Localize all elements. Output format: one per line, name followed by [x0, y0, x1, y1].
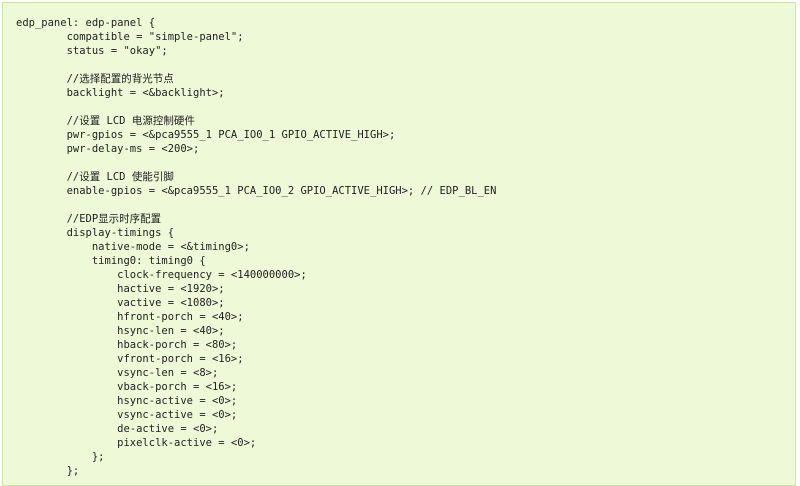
code-line	[16, 198, 496, 212]
code-line: backlight = <&backlight>;	[16, 87, 225, 99]
code-line: pwr-delay-ms = <200>;	[16, 143, 200, 155]
code-line: clock-frequency = <140000000>;	[16, 269, 307, 281]
code-line: edp_panel: edp-panel {	[16, 17, 156, 29]
code-line: };	[16, 465, 80, 477]
code-line: };	[16, 451, 105, 463]
code-line: hfront-porch = <40>;	[16, 311, 244, 323]
code-line	[16, 156, 496, 170]
code-lines: edp_panel: edp-panel { compatible = "sim…	[16, 16, 496, 478]
code-line: hsync-len = <40>;	[16, 325, 225, 337]
code-line: //选择配置的背光节点	[16, 73, 174, 85]
code-line: hsync-active = <0>;	[16, 395, 238, 407]
code-line: vsync-active = <0>;	[16, 409, 238, 421]
code-line	[16, 100, 496, 114]
code-line: hback-porch = <80>;	[16, 339, 238, 351]
code-line: vactive = <1080>;	[16, 297, 225, 309]
code-line	[16, 58, 496, 72]
code-line: de-active = <0>;	[16, 423, 219, 435]
code-line: display-timings {	[16, 227, 175, 239]
code-line: hactive = <1920>;	[16, 283, 225, 295]
code-line: status = "okay";	[16, 45, 168, 57]
code-line: timing0: timing0 {	[16, 255, 206, 267]
code-line: //设置 LCD 电源控制硬件	[16, 115, 195, 127]
code-line: //设置 LCD 使能引脚	[16, 171, 174, 183]
code-line: pwr-gpios = <&pca9555_1 PCA_IO0_1 GPIO_A…	[16, 129, 396, 141]
code-line: native-mode = <&timing0>;	[16, 241, 250, 253]
code-line: vfront-porch = <16>;	[16, 353, 244, 365]
code-line: vback-porch = <16>;	[16, 381, 238, 393]
code-line: vsync-len = <8>;	[16, 367, 219, 379]
code-line: enable-gpios = <&pca9555_1 PCA_IO0_2 GPI…	[16, 185, 497, 197]
code-line: pixelclk-active = <0>;	[16, 437, 257, 449]
code-line: //EDP显示时序配置	[16, 213, 162, 225]
code-line: compatible = "simple-panel";	[16, 31, 244, 43]
